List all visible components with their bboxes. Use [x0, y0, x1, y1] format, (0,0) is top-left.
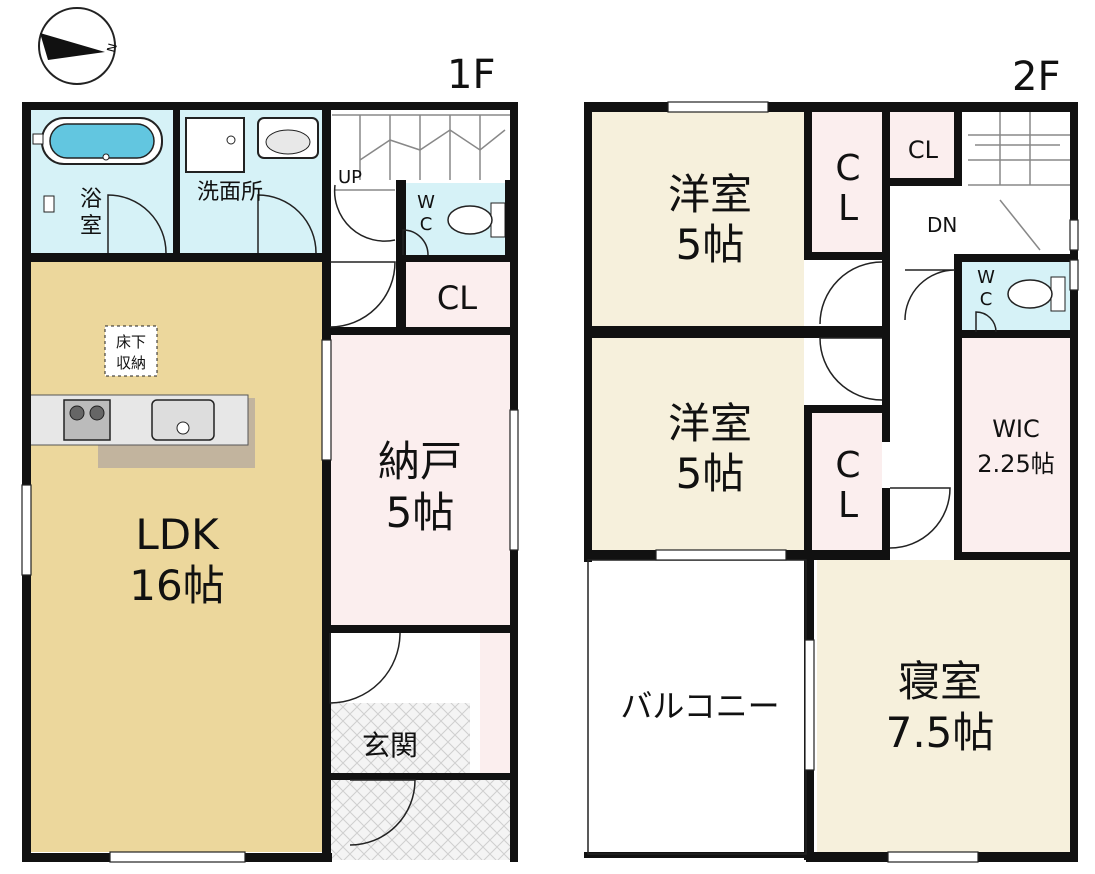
ldk-name: LDK — [135, 510, 220, 559]
shower-icon — [43, 195, 55, 213]
ldk-size: 16帖 — [129, 561, 224, 610]
closet-1f-label: CL — [437, 279, 477, 317]
stairs-up-label: UP — [338, 167, 362, 188]
bathtub-water — [49, 123, 155, 159]
floor-1-label: 1F — [447, 52, 495, 98]
bedroom-size: 7.5帖 — [886, 708, 995, 757]
washroom-label: 洗面所 — [197, 180, 263, 205]
stairs-1f — [332, 114, 510, 191]
nando-area — [330, 335, 510, 627]
windows-2f — [655, 101, 1079, 863]
wic-area — [962, 338, 1070, 553]
windows-1f — [21, 339, 519, 863]
western-room-2-area — [592, 338, 804, 550]
doors-2f — [819, 261, 997, 549]
western-room-1-area — [592, 112, 804, 326]
toilet-1f-bowl — [447, 205, 493, 235]
western-room-1-name: 洋室 — [668, 170, 752, 219]
basin-bowl — [265, 129, 311, 155]
cl-3-area — [890, 112, 958, 180]
bedroom-area — [817, 560, 1070, 852]
porch-tile — [330, 780, 510, 860]
stairs-down-label: DN — [927, 213, 957, 237]
shoe-cabinet-area — [480, 633, 510, 773]
floor-1: 1F 床下 収納 — [21, 52, 519, 863]
closet-2f-2-label-2: L — [838, 485, 858, 526]
cl-2-area — [810, 412, 882, 550]
toilet-2f-bowl — [1007, 279, 1053, 309]
wc-2f-label-2: C — [980, 289, 993, 310]
compass: N — [38, 7, 120, 85]
underfloor-storage-box — [104, 325, 158, 377]
ldk-area — [30, 260, 323, 852]
kitchen-counter — [29, 394, 249, 446]
doors-1f — [107, 184, 429, 846]
closet-2f-1-label-2: L — [838, 188, 858, 229]
toilet-1f-tank — [490, 202, 506, 238]
closet-2f-3-label: CL — [908, 136, 939, 164]
washing-machine — [185, 117, 245, 173]
western-room-2-name: 洋室 — [668, 399, 752, 448]
closet-2f-2-label-1: C — [835, 445, 860, 486]
bedroom-name: 寝室 — [898, 657, 982, 706]
wc-1f-label-2: C — [420, 214, 433, 235]
western-room-2-size: 5帖 — [676, 449, 745, 498]
western-room-1-size: 5帖 — [676, 220, 745, 269]
stairs-2f — [968, 110, 1070, 251]
washing-drain-icon — [226, 135, 236, 145]
compass-north-label: N — [104, 42, 120, 54]
floor-2: 2F DN — [584, 54, 1079, 863]
burner-right-icon — [89, 405, 105, 421]
floor-2-label: 2F — [1012, 54, 1060, 100]
stove-icon — [63, 399, 111, 441]
nando-name: 納戸 — [378, 437, 462, 486]
cl-1-area — [810, 112, 882, 252]
drain-icon — [102, 153, 110, 161]
burner-left-icon — [69, 405, 85, 421]
bath-label-1: 浴 — [80, 187, 102, 212]
balcony-label: バルコニー — [620, 687, 779, 725]
wic-name: WIC — [992, 415, 1040, 443]
bath-label-2: 室 — [80, 214, 102, 239]
nando-size: 5帖 — [386, 488, 455, 537]
entrance-label: 玄関 — [362, 729, 418, 762]
toilet-2f-tank — [1050, 276, 1066, 312]
wic-size: 2.25帖 — [977, 450, 1054, 478]
sink-drain-icon — [176, 421, 190, 435]
underfloor-storage-label-2: 収納 — [116, 354, 146, 372]
compass-needle — [40, 33, 105, 60]
sink-icon — [151, 399, 215, 441]
cl-area — [400, 262, 510, 332]
genkan-tile — [330, 703, 470, 775]
wc-1f-label-1: W — [417, 192, 435, 213]
underfloor-storage-label-1: 床下 — [116, 333, 146, 351]
closet-2f-1-label-1: C — [835, 148, 860, 189]
wc-2f-label-1: W — [977, 267, 995, 288]
faucet-icon — [32, 133, 44, 145]
